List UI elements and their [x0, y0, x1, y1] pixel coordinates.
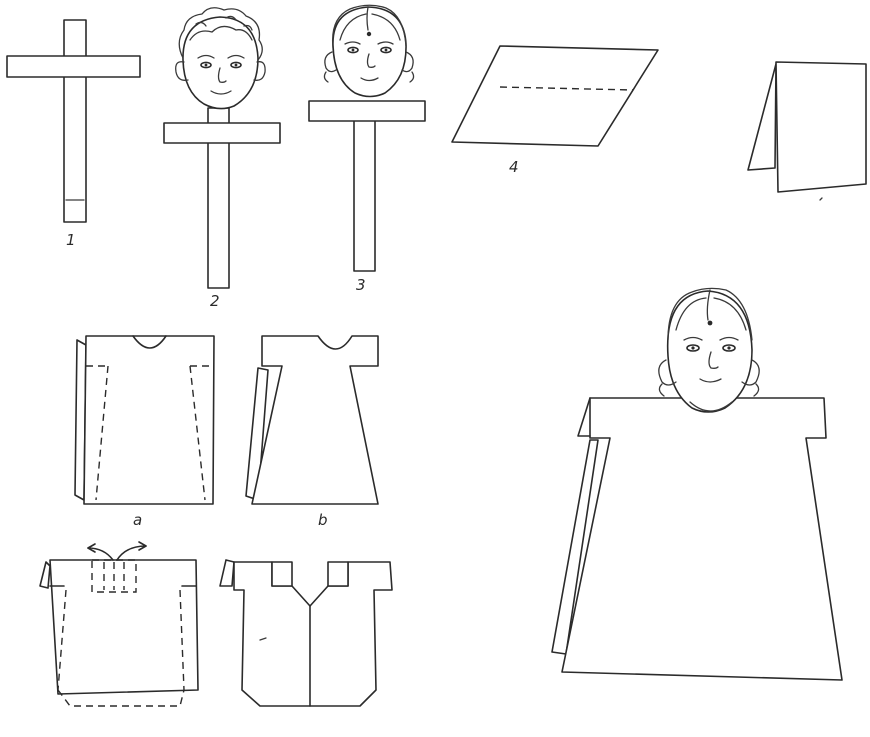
step-3-girl-head-stick: [309, 5, 425, 271]
step-2-label: 2: [210, 292, 220, 310]
final-girl-puppet: [552, 288, 842, 680]
boy-head-icon: [176, 8, 265, 109]
step-2-boy-head-stick: [164, 8, 280, 288]
step-5-folded-sheet: [748, 62, 866, 200]
step-a-label: a: [133, 511, 142, 529]
step-a-cut-pattern: [75, 336, 214, 504]
step-d-shirt-outline: [220, 560, 392, 706]
step-1-stick-cross: [7, 20, 140, 222]
step-4-paper-sheet: [452, 46, 658, 146]
girl-puppet-head-icon: [659, 288, 759, 412]
step-b-frock-shape: [246, 336, 378, 504]
girl-head-icon: [324, 5, 413, 96]
step-3-label: 3: [356, 276, 366, 294]
step-c-shirt-pattern: [40, 542, 198, 706]
step-b-label: b: [318, 511, 328, 529]
step-1-label: 1: [66, 231, 76, 249]
step-4-label: 4: [509, 158, 519, 176]
